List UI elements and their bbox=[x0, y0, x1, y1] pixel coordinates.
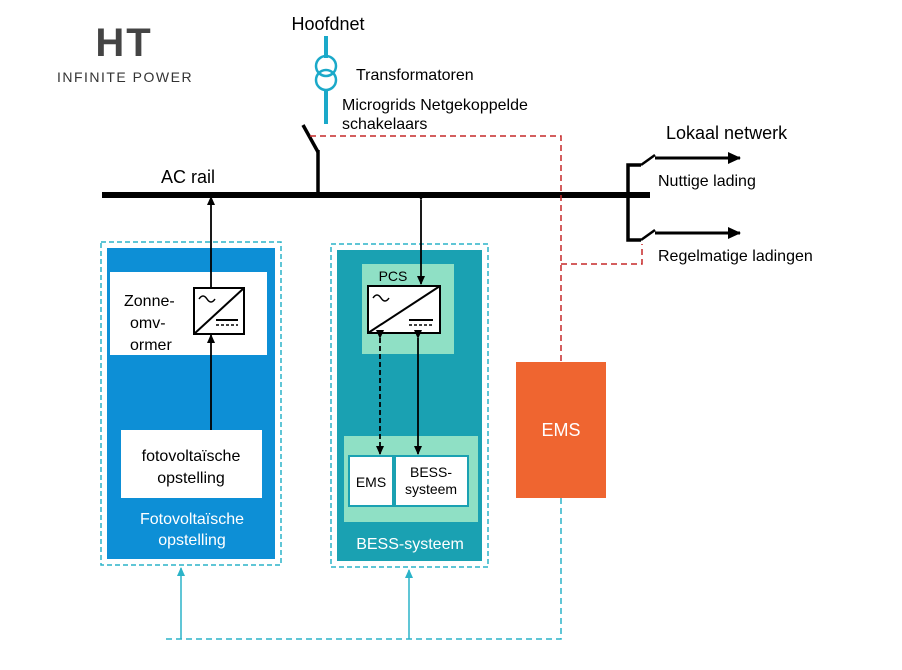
local-network-busbar bbox=[626, 152, 741, 242]
bess-section-label: BESS-systeem bbox=[356, 536, 464, 553]
bess-system-label-1: BESS- bbox=[410, 464, 452, 480]
solar-inverter-label-2: omv- bbox=[130, 315, 166, 332]
solar-inverter-label-1: Zonne- bbox=[124, 293, 175, 310]
ems-label: EMS bbox=[541, 420, 580, 440]
pv-section-outline bbox=[100, 241, 282, 566]
bess-ems-label: EMS bbox=[356, 474, 386, 490]
ems-comm-bus bbox=[166, 498, 562, 640]
logo-tagline: INFINITE POWER bbox=[57, 69, 193, 85]
grid-switch-icon bbox=[301, 124, 320, 196]
switch-label-line2: schakelaars bbox=[342, 116, 427, 133]
ems-control-line-local bbox=[561, 244, 643, 265]
bess-system-label-2: systeem bbox=[405, 481, 457, 497]
load-label-useful: Nuttige lading bbox=[658, 173, 756, 190]
pv-section-label-1: Fotovoltaïsche bbox=[140, 511, 244, 528]
pv-array-label-2: opstelling bbox=[157, 470, 225, 487]
switch-label-line1: Microgrids Netgekoppelde bbox=[342, 97, 528, 114]
inverter-icon bbox=[193, 287, 245, 335]
bess-ems-box bbox=[348, 455, 394, 507]
pv-array-label-1: fotovoltaïsche bbox=[142, 448, 241, 465]
local-network-title: Lokaal netwerk bbox=[666, 123, 788, 143]
ac-rail-label: AC rail bbox=[161, 167, 215, 187]
pv-section-label-2: opstelling bbox=[158, 532, 226, 549]
main-grid-label: Hoofdnet bbox=[291, 14, 364, 34]
transformer-label: Transformatoren bbox=[356, 67, 474, 84]
transformer-icon bbox=[314, 36, 338, 124]
pv-array-box bbox=[121, 430, 262, 498]
bess-system-box bbox=[394, 455, 469, 507]
solar-inverter-label-3: ormer bbox=[130, 337, 172, 354]
ems-control-line-switch bbox=[310, 135, 562, 362]
pcs-label: PCS bbox=[379, 268, 408, 284]
logo-mark: HT bbox=[95, 21, 152, 65]
ems-box bbox=[516, 362, 606, 498]
pcs-inverter-icon bbox=[367, 285, 441, 334]
solar-inverter-box bbox=[110, 272, 267, 355]
load-label-regular: Regelmatige ladingen bbox=[658, 248, 813, 265]
ht-logo: HT INFINITE POWER bbox=[57, 21, 193, 85]
